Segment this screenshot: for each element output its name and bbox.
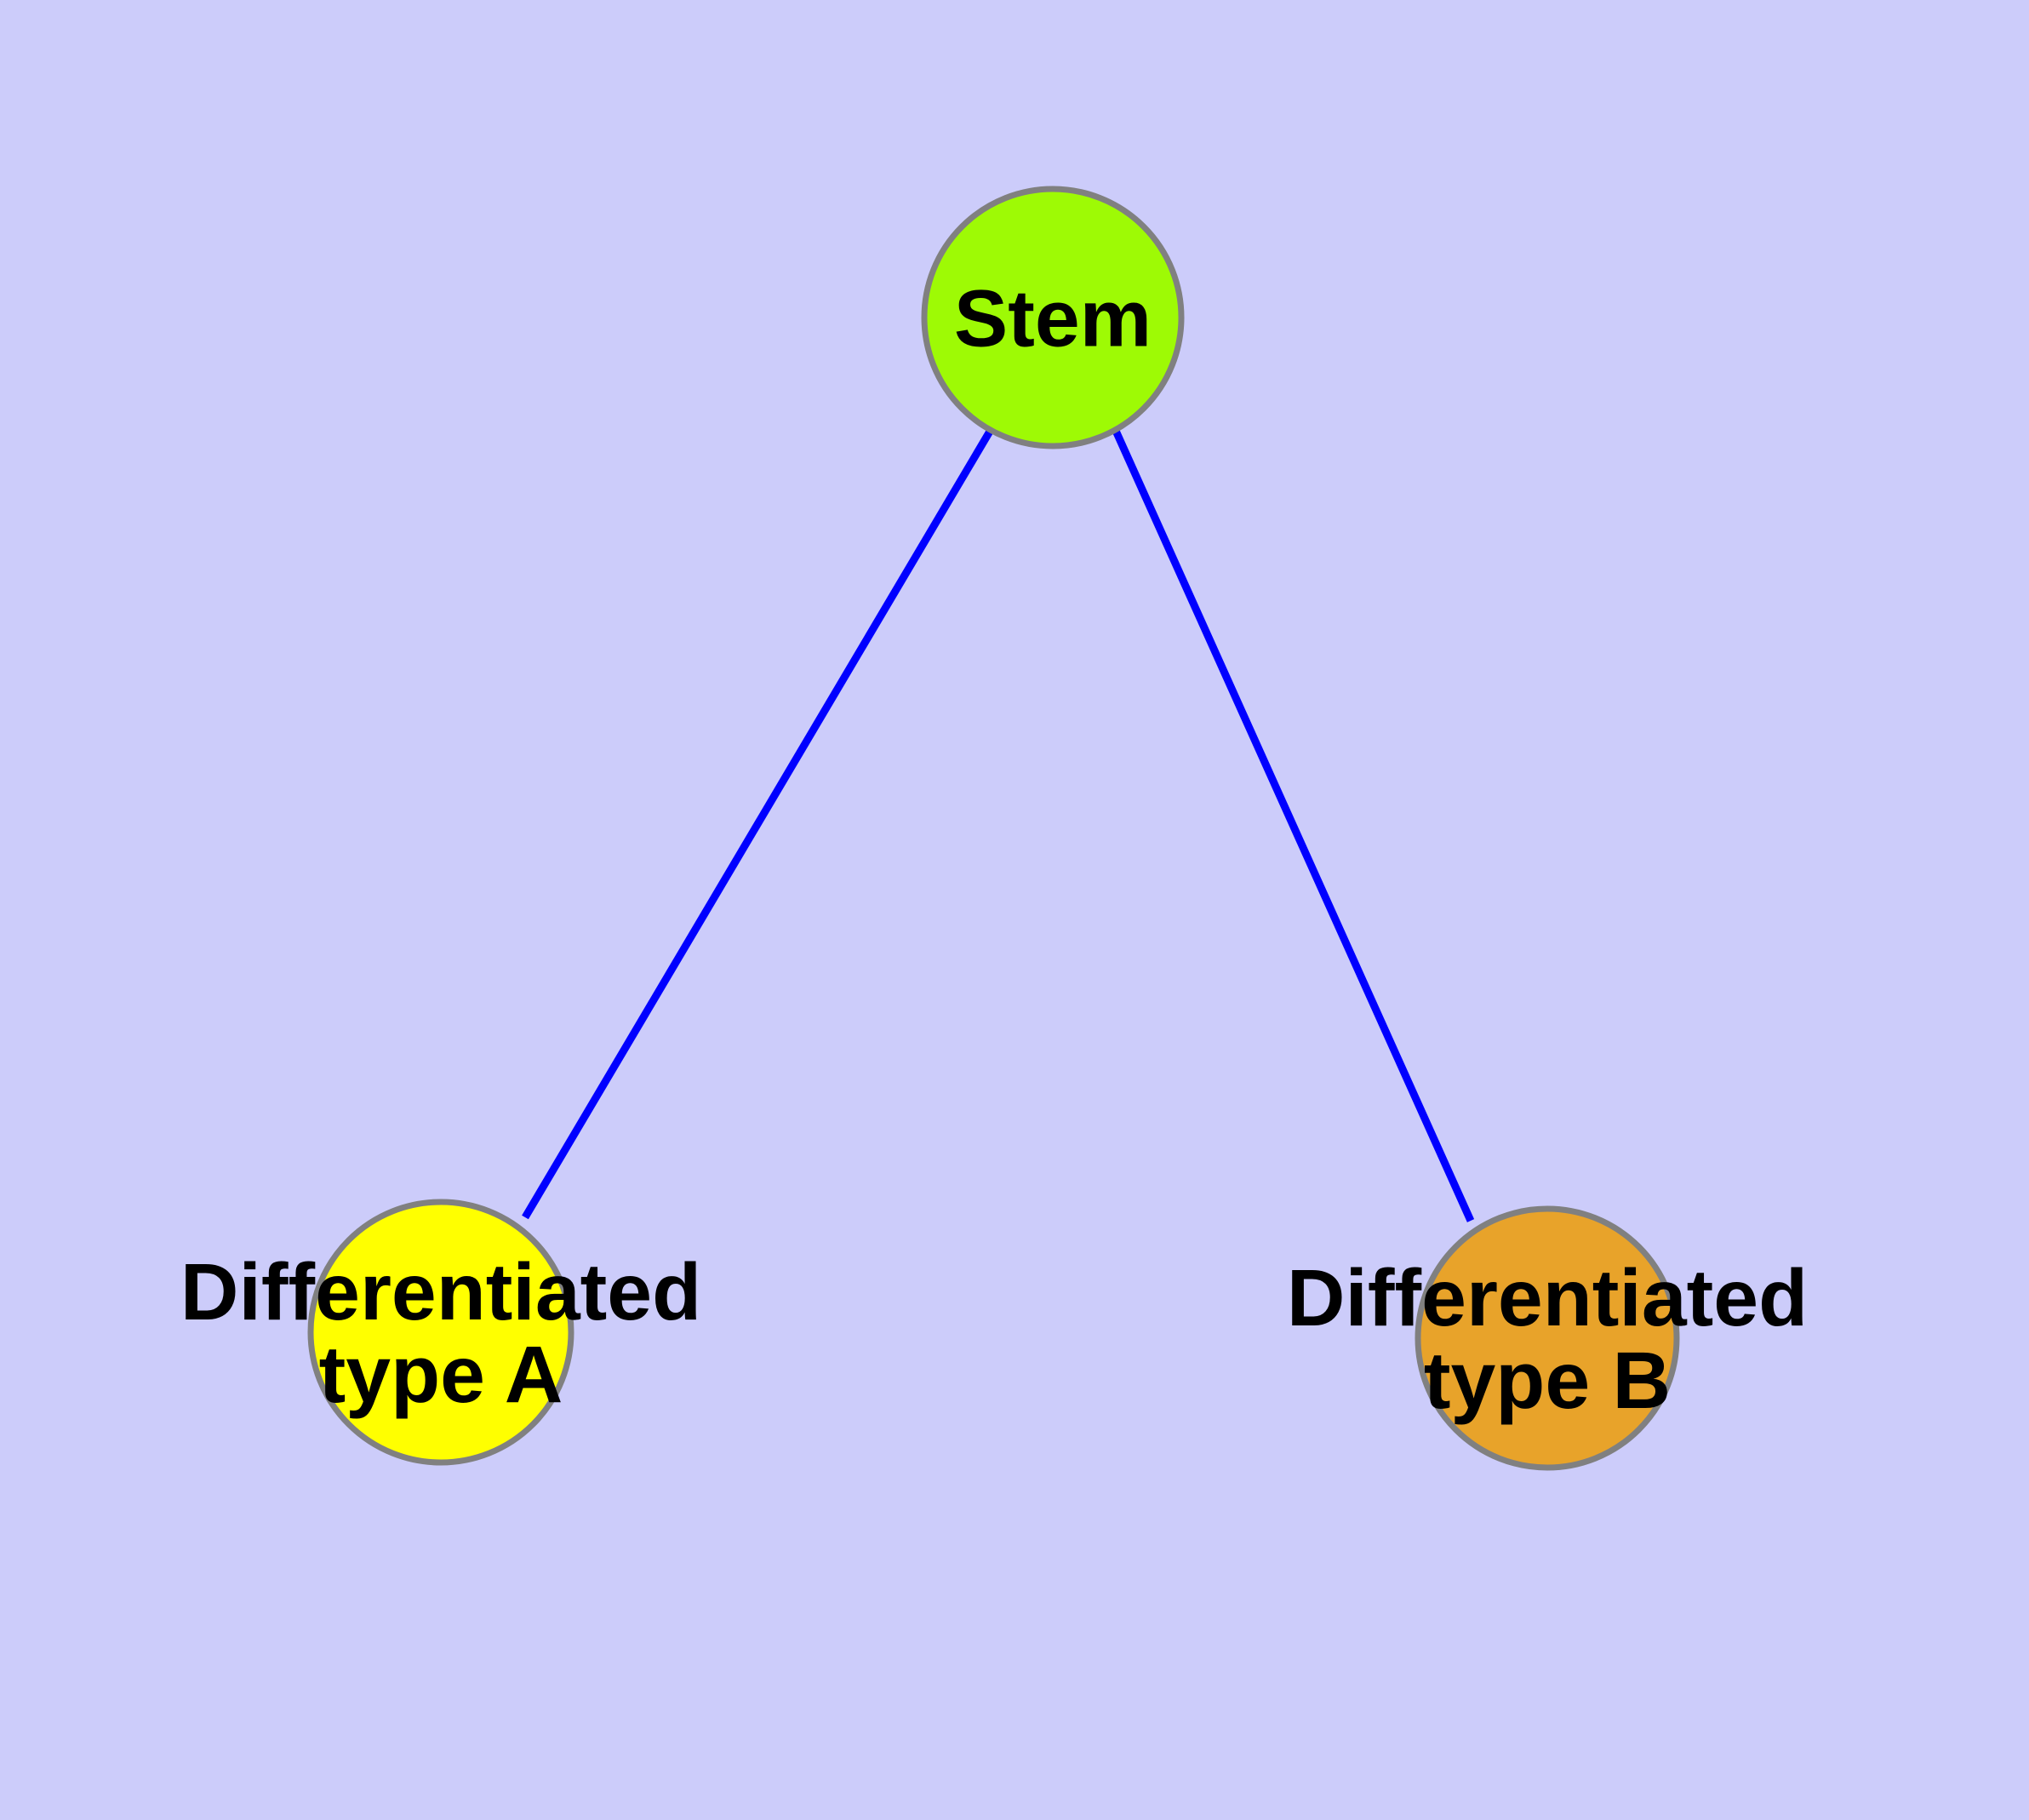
graph-node-label-stem: Stem	[954, 273, 1152, 363]
graph-node-label-line: Differentiated	[180, 1247, 701, 1337]
nodes-layer	[307, 186, 1680, 1471]
graph-node-label-line: Stem	[954, 273, 1152, 363]
graph-node-label-line: type A	[319, 1330, 563, 1420]
graph-node-label-line: Differentiated	[1287, 1253, 1808, 1343]
graph-node-diff-b[interactable]	[1415, 1205, 1680, 1471]
graph-node-label-line: type B	[1424, 1336, 1671, 1426]
graph-edge-stem-to-diff-b[interactable]	[1112, 429, 1475, 1222]
graph-node-diff-a[interactable]	[307, 1199, 574, 1466]
graph-edge-stem-to-diff-a[interactable]	[522, 427, 994, 1220]
graph-node-stem[interactable]	[921, 186, 1185, 449]
edges-layer	[522, 427, 1475, 1222]
